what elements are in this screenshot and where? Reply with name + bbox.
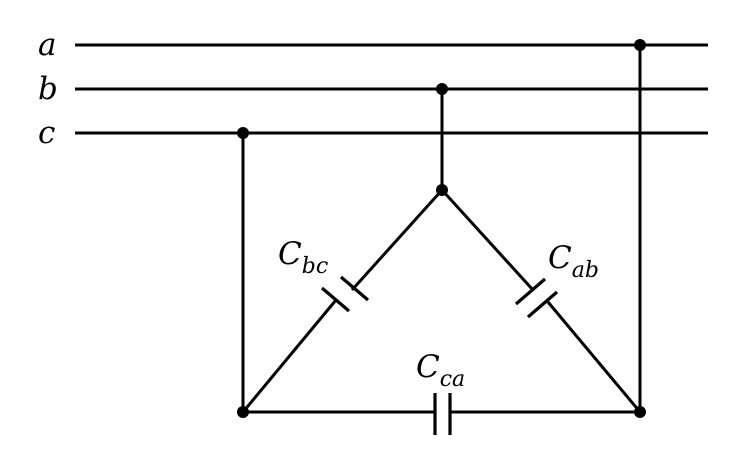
capacitor-label-bc-subscript: bc xyxy=(302,254,328,279)
branch-bc-upper xyxy=(350,188,444,292)
capacitor-label-ca-subscript: ca xyxy=(440,367,465,392)
junction-node-c xyxy=(237,127,249,139)
triangle-node-bottom-right xyxy=(634,406,646,418)
triangle-node-top xyxy=(436,184,448,196)
triangle-node-bottom-left xyxy=(237,406,249,418)
branch-ab-lower xyxy=(546,301,642,413)
capacitor-bc-plate-1 xyxy=(320,286,351,313)
capacitor-label-ca: Cca xyxy=(416,349,465,392)
capacitor-label-ab-symbol: C xyxy=(548,240,572,276)
junction-node-a xyxy=(634,39,646,51)
branch-ab-upper xyxy=(440,188,535,292)
capacitor-label-ab-subscript: ab xyxy=(572,258,599,283)
line-label-a: a xyxy=(38,27,56,63)
junction-node-b xyxy=(436,83,448,95)
line-label-b: b xyxy=(38,71,58,107)
capacitor-label-bc: Cbc xyxy=(278,236,328,279)
capacitor-label-bc-symbol: C xyxy=(278,236,302,272)
capacitor-label-ca-symbol: C xyxy=(416,349,440,385)
capacitor-bc-plate-2 xyxy=(339,275,370,302)
capacitor-ab-plate-1 xyxy=(514,277,547,306)
line-label-c: c xyxy=(38,115,55,151)
capacitor-ab-plate-2 xyxy=(526,290,559,319)
capacitor-label-ab: Cab xyxy=(548,240,599,283)
branch-bc-lower xyxy=(241,299,338,413)
